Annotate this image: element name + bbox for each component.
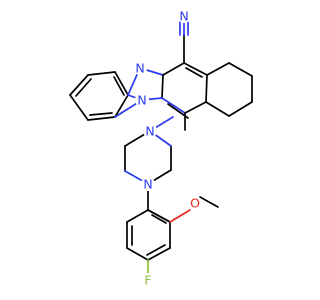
molecule-structure: N N N N N O F xyxy=(69,9,253,288)
central-ring xyxy=(161,62,208,119)
nitrile-group xyxy=(179,21,189,64)
methoxy-group xyxy=(169,196,219,223)
atom-label-o-methoxy: O xyxy=(188,196,202,211)
cyclohexene-ring xyxy=(205,62,253,117)
svg-text:F: F xyxy=(144,273,151,288)
svg-text:O: O xyxy=(190,196,200,211)
atom-label-n-nitrile: N xyxy=(177,9,191,24)
svg-text:N: N xyxy=(137,93,146,108)
svg-text:N: N xyxy=(143,177,152,192)
atom-label-n-bridge: N xyxy=(135,93,149,108)
fluoromethoxyphenyl-ring xyxy=(126,209,171,261)
svg-text:N: N xyxy=(145,124,154,139)
atom-label-f-fluoro: F xyxy=(141,273,155,288)
svg-text:N: N xyxy=(135,61,144,76)
atom-label-n-piperazine-1: N xyxy=(143,124,157,139)
atom-label-n-piperazine-4: N xyxy=(141,177,155,192)
atom-label-n-imidazole: N xyxy=(133,61,147,76)
svg-text:N: N xyxy=(179,9,188,24)
benzene-ring-fused xyxy=(69,71,129,121)
